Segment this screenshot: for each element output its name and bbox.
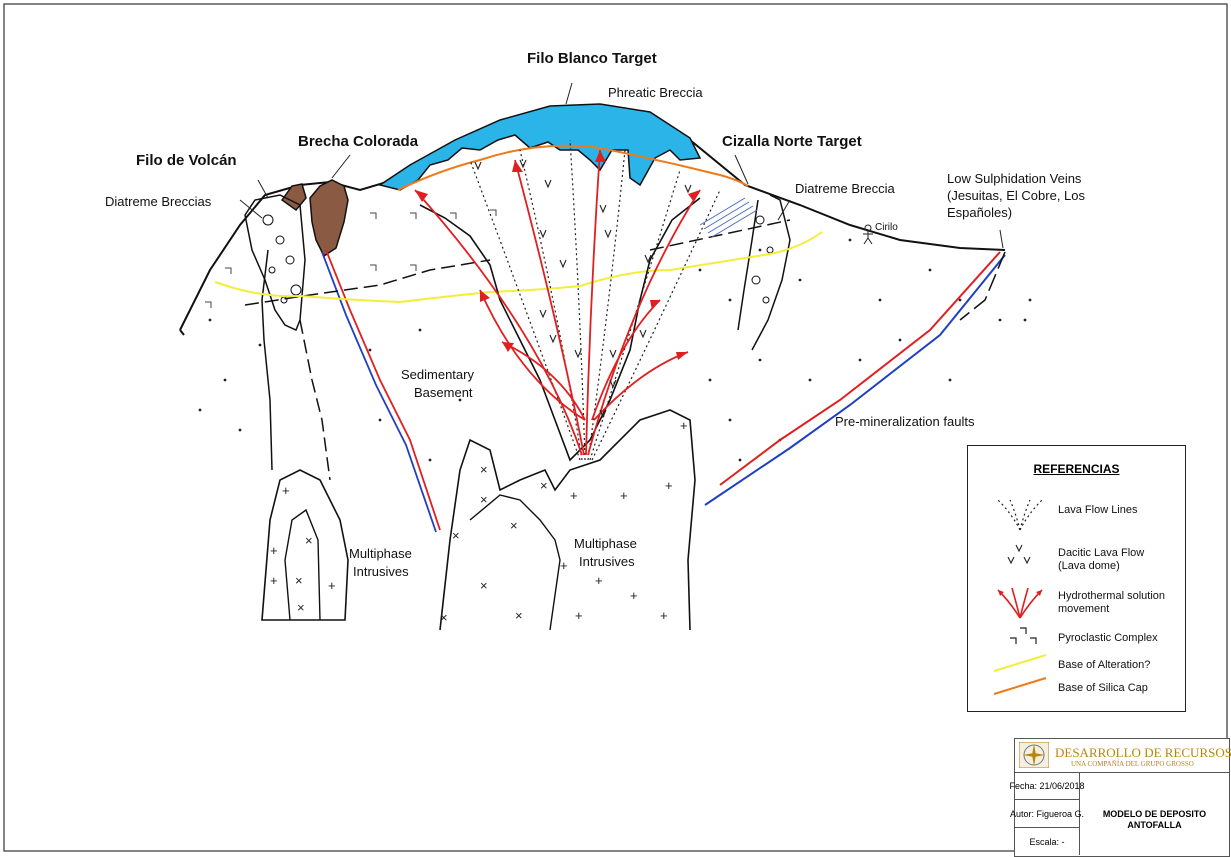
fault-red-right <box>720 252 1000 485</box>
cirilo-figure <box>863 225 873 244</box>
svg-text:×: × <box>452 528 460 543</box>
label-basement: Basement <box>414 385 473 401</box>
legend-label-base-alteration: Base of Alteration? <box>1058 659 1150 672</box>
svg-text:+: + <box>560 558 568 573</box>
pyroclastic-marks <box>205 210 496 308</box>
legend-label-movement: movement <box>1058 603 1109 616</box>
red-arrows-icon <box>990 584 1050 620</box>
legend-title: REFERENCIAS <box>968 462 1185 476</box>
legend-label-lava-dome: (Lava dome) <box>1058 560 1120 573</box>
company-subtitle: UNA COMPAÑÍA DEL GRUPO GROSSO <box>1071 760 1194 768</box>
brecha-colorada-body <box>310 180 348 256</box>
orange-line-icon <box>990 674 1050 710</box>
label-phreatic-breccia: Phreatic Breccia <box>608 85 703 101</box>
svg-text:×: × <box>297 600 305 615</box>
autor-cell: Autor: Figueroa G. <box>1015 800 1080 828</box>
legend-item-lava-flow-lines: Lava Flow Lines <box>968 496 1185 526</box>
intrusive-center <box>440 410 695 630</box>
drawing-title-line-2: ANTOFALLA <box>1080 820 1229 831</box>
label-sedimentary: Sedimentary <box>401 367 474 383</box>
svg-text:+: + <box>270 543 278 558</box>
title-block: DESARROLLO DE RECURSOS S.A. UNA COMPAÑÍA… <box>1014 738 1230 857</box>
base-of-alteration <box>215 232 822 302</box>
svg-text:×: × <box>510 518 518 533</box>
diatreme-left-2 <box>262 250 272 470</box>
legend-label-pyroclastic: Pyroclastic Complex <box>1058 632 1158 645</box>
label-multiphase-center: Multiphase <box>574 536 637 552</box>
label-filo-blanco-target: Filo Blanco Target <box>527 51 657 67</box>
drawing-title: MODELO DE DEPOSITO ANTOFALLA <box>1080 809 1229 831</box>
intrusive-symbols: + + × × + + × × × × × × × × × + + + + + + + + + <box>270 418 688 625</box>
svg-text:+: + <box>570 488 578 503</box>
fecha-cell: Fecha: 21/06/2018 <box>1015 772 1080 800</box>
svg-text:+: + <box>665 478 673 493</box>
label-intrusives-left: Intrusives <box>353 564 409 580</box>
diatreme-left-3 <box>300 320 330 480</box>
svg-text:+: + <box>575 608 583 623</box>
svg-text:+: + <box>680 418 688 433</box>
svg-text:×: × <box>480 492 488 507</box>
svg-text:+: + <box>282 483 290 498</box>
legend-box: REFERENCIAS Lava Flow Lines Dacitic Lava… <box>967 445 1186 712</box>
svg-text:+: + <box>630 588 638 603</box>
svg-text:×: × <box>305 533 313 548</box>
legend-label-lava-flow-lines: Lava Flow Lines <box>1058 504 1138 517</box>
label-low-sulphidation-2: (Jesuitas, El Cobre, Los <box>947 188 1085 204</box>
svg-text:×: × <box>295 573 303 588</box>
label-low-sulphidation-3: Españoles) <box>947 205 1012 221</box>
label-multiphase-left: Multiphase <box>349 546 412 562</box>
company-name: DESARROLLO DE RECURSOS S.A. <box>1055 745 1231 761</box>
escala-cell: Escala: - <box>1015 828 1080 855</box>
label-brecha-colorada: Brecha Colorada <box>298 134 418 150</box>
label-diatreme-breccias: Diatreme Breccias <box>105 194 211 210</box>
contact-dashed-right <box>650 220 790 250</box>
svg-text:×: × <box>480 462 488 477</box>
label-pre-mineralization-faults: Pre-mineralization faults <box>835 414 974 430</box>
label-low-sulphidation-1: Low Sulphidation Veins <box>947 171 1081 187</box>
svg-text:+: + <box>660 608 668 623</box>
dome-body <box>420 198 700 460</box>
legend-item-base-silica-cap: Base of Silica Cap <box>968 674 1185 704</box>
section-bottom-left <box>180 330 184 335</box>
legend-item-pyroclastic: Pyroclastic Complex <box>968 624 1185 654</box>
label-intrusives-center: Intrusives <box>579 554 635 570</box>
label-cirilo: Cirilo <box>875 220 898 236</box>
legend-label-base-silica-cap: Base of Silica Cap <box>1058 682 1148 695</box>
label-diatreme-breccia: Diatreme Breccia <box>795 181 895 197</box>
legend-item-hydrothermal: Hydrothermal solution movement <box>968 584 1185 614</box>
legend-item-dacitic-lava-flow: Dacitic Lava Flow (Lava dome) <box>968 541 1185 571</box>
svg-text:+: + <box>620 488 628 503</box>
svg-text:+: + <box>270 573 278 588</box>
shear-zone <box>700 198 757 237</box>
dotted-fan-icon <box>990 496 1050 532</box>
v-marks-icon <box>990 541 1050 577</box>
drawing-title-line-1: MODELO DE DEPOSITO <box>1080 809 1229 820</box>
dacitic-v-marks <box>475 160 691 417</box>
svg-text:×: × <box>540 478 548 493</box>
compass-logo-icon <box>1019 742 1049 768</box>
company-logo-band: DESARROLLO DE RECURSOS S.A. UNA COMPAÑÍA… <box>1015 739 1229 773</box>
svg-text:×: × <box>515 608 523 623</box>
diatreme-right <box>752 195 790 350</box>
label-cizalla-norte-target: Cizalla Norte Target <box>722 134 862 150</box>
legend-label-dacitic-lava-flow: Dacitic Lava Flow <box>1058 547 1144 560</box>
fault-blue-right <box>705 255 1005 505</box>
svg-text:×: × <box>480 578 488 593</box>
label-filo-de-volcan: Filo de Volcán <box>136 153 237 169</box>
legend-label-hydrothermal: Hydrothermal solution <box>1058 590 1165 603</box>
svg-text:+: + <box>328 578 336 593</box>
diatreme-left <box>245 195 305 330</box>
svg-text:×: × <box>440 610 448 625</box>
svg-text:+: + <box>595 573 603 588</box>
